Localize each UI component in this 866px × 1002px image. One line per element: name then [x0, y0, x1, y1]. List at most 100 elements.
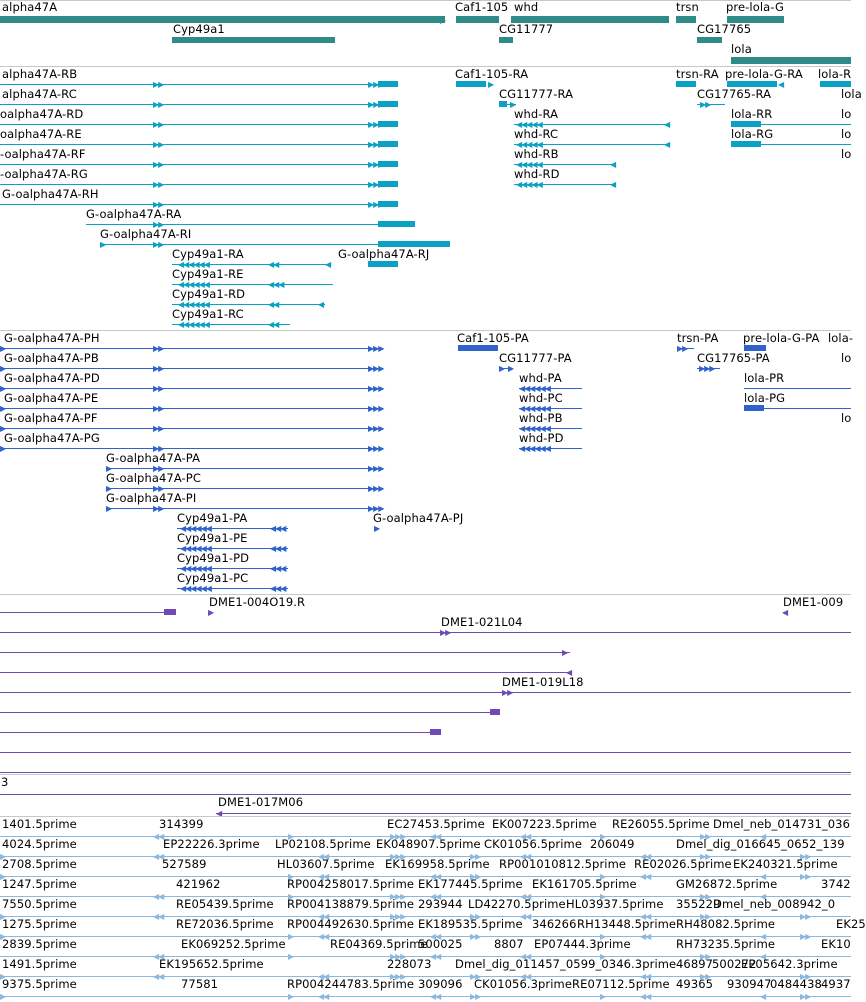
feature-label[interactable]: whd-PD [519, 431, 564, 445]
feature-line[interactable] [0, 712, 500, 713]
feature-label[interactable]: RE72036.5prime [176, 917, 274, 931]
feature-label[interactable]: Cyp49a1-RC [172, 307, 244, 321]
feature-line[interactable] [514, 164, 616, 165]
feature-line[interactable] [86, 224, 415, 225]
feature-label[interactable]: oalpha47A-RE [0, 127, 82, 141]
feature-label[interactable]: 527589 [162, 857, 207, 871]
feature-line[interactable] [697, 104, 725, 105]
feature-label[interactable]: RE02026.5prime [634, 857, 732, 871]
exon-block[interactable] [727, 81, 777, 87]
gene-bar[interactable] [676, 16, 696, 23]
feature-label[interactable]: Cyp49a1-PE [177, 531, 248, 545]
feature-line[interactable] [216, 813, 851, 814]
feature-line[interactable] [514, 144, 670, 145]
feature-line[interactable] [0, 794, 851, 795]
feature-label[interactable]: lola-PR [744, 371, 785, 385]
feature-label[interactable]: lola-RR [731, 107, 773, 121]
feature-line[interactable] [499, 368, 510, 369]
feature-line[interactable] [172, 324, 290, 325]
feature-label[interactable]: G-oalpha47A-PI [106, 491, 197, 505]
feature-label[interactable]: CG11777-PA [499, 351, 572, 365]
feature-label[interactable]: Caf1-105-RA [455, 67, 529, 81]
feature-label[interactable]: Cyp49a1-PA [177, 511, 248, 525]
feature-label[interactable]: lo [841, 147, 852, 161]
feature-line[interactable] [764, 408, 851, 409]
feature-label[interactable]: 500025 [418, 937, 463, 951]
feature-label[interactable]: CG17765-PA [697, 351, 770, 365]
feature-line[interactable] [519, 448, 582, 449]
exon-block[interactable] [744, 345, 766, 351]
feature-label[interactable]: -oalpha47A-RF [0, 147, 86, 161]
feature-label[interactable]: EK240321.5prime [733, 857, 838, 871]
exon-block[interactable] [731, 121, 761, 127]
feature-line[interactable] [0, 916, 851, 917]
feature-label[interactable]: 7550.5prime [2, 897, 77, 911]
feature-label[interactable]: RH13448.5prime [577, 917, 677, 931]
feature-label[interactable]: RE05439.5prime [176, 897, 274, 911]
feature-label[interactable]: EK177445.5prime [418, 877, 523, 891]
feature-label[interactable]: EP07444.3prime [534, 937, 631, 951]
feature-label[interactable]: pre-lola-G-RA [725, 67, 803, 81]
feature-label[interactable]: 49365 [676, 977, 714, 991]
feature-label[interactable]: 309096 [418, 977, 463, 991]
oligo-block[interactable] [164, 609, 176, 615]
feature-line[interactable] [177, 588, 288, 589]
feature-label[interactable]: lola- [828, 331, 854, 345]
feature-label[interactable]: G-oalpha47A-PE [4, 391, 99, 405]
feature-label[interactable]: alpha47A-RC [2, 87, 77, 101]
feature-line[interactable] [0, 956, 851, 957]
feature-label[interactable]: whd-RD [514, 167, 560, 181]
feature-label[interactable]: G-oalpha47A-PJ [373, 511, 464, 525]
feature-line[interactable] [0, 672, 572, 673]
feature-label[interactable]: CG11777-RA [499, 87, 574, 101]
feature-label[interactable]: 1247.5prime [2, 877, 77, 891]
feature-label[interactable]: pre-lola-G-PA [743, 331, 820, 345]
feature-line[interactable] [0, 652, 570, 653]
exon-block[interactable] [368, 261, 398, 267]
feature-line[interactable] [172, 304, 325, 305]
feature-label[interactable]: LD42270.5prime [468, 897, 566, 911]
gene-bar[interactable] [727, 16, 784, 23]
gene-bar[interactable] [697, 37, 722, 43]
feature-label[interactable]: CK01056.5prime [484, 837, 583, 851]
feature-label[interactable]: lo [841, 411, 852, 425]
feature-label[interactable]: 930947 [727, 977, 772, 991]
feature-label[interactable]: Cyp49a1-PD [177, 551, 250, 565]
feature-label[interactable]: Cyp49a1-RA [172, 247, 244, 261]
oligo-block[interactable] [430, 729, 441, 735]
feature-label[interactable]: EK069252.5prime [181, 937, 286, 951]
feature-label[interactable]: Cyp49a1-PC [177, 571, 249, 585]
feature-label[interactable]: DME1-019L18 [502, 675, 584, 689]
exon-block[interactable] [458, 345, 498, 351]
feature-label[interactable]: lo [841, 127, 852, 141]
feature-label[interactable]: Cyp49a1-RD [172, 287, 246, 301]
feature-label[interactable]: 500272 [712, 957, 757, 971]
feature-label[interactable]: DME1-004O19.R [209, 595, 306, 609]
feature-label[interactable]: trsn-RA [676, 67, 719, 81]
feature-line[interactable] [172, 264, 330, 265]
feature-label[interactable]: G-oalpha47A-PD [4, 371, 100, 385]
feature-line[interactable] [499, 104, 516, 105]
feature-label[interactable]: G-oalpha47A-PB [4, 351, 99, 365]
feature-label[interactable]: RE26055.5prime [612, 817, 710, 831]
gene-bar[interactable] [172, 37, 335, 43]
feature-label[interactable]: RH73235.5prime [676, 937, 776, 951]
feature-line[interactable] [519, 408, 582, 409]
feature-label[interactable]: EC27453.5prime [387, 817, 485, 831]
feature-label[interactable]: EK195652.5prime [159, 957, 264, 971]
feature-label[interactable]: EP05642.3prime [741, 957, 838, 971]
feature-line[interactable] [0, 124, 398, 125]
feature-line[interactable] [519, 428, 582, 429]
feature-label[interactable]: RE07112.5prime [572, 977, 670, 991]
feature-label[interactable]: trsn-PA [677, 331, 719, 345]
feature-label[interactable]: EK25 [836, 917, 866, 931]
exon-block[interactable] [378, 201, 398, 207]
feature-line[interactable] [177, 548, 288, 549]
feature-label[interactable]: DME1-009 [783, 595, 844, 609]
feature-line[interactable] [0, 388, 383, 389]
feature-label[interactable]: Cyp49a1 [173, 22, 225, 36]
exon-block[interactable] [378, 141, 398, 147]
feature-label[interactable]: RP004258017.5prime [287, 877, 415, 891]
feature-line[interactable] [519, 388, 582, 389]
feature-label[interactable]: alpha47A [2, 0, 58, 14]
